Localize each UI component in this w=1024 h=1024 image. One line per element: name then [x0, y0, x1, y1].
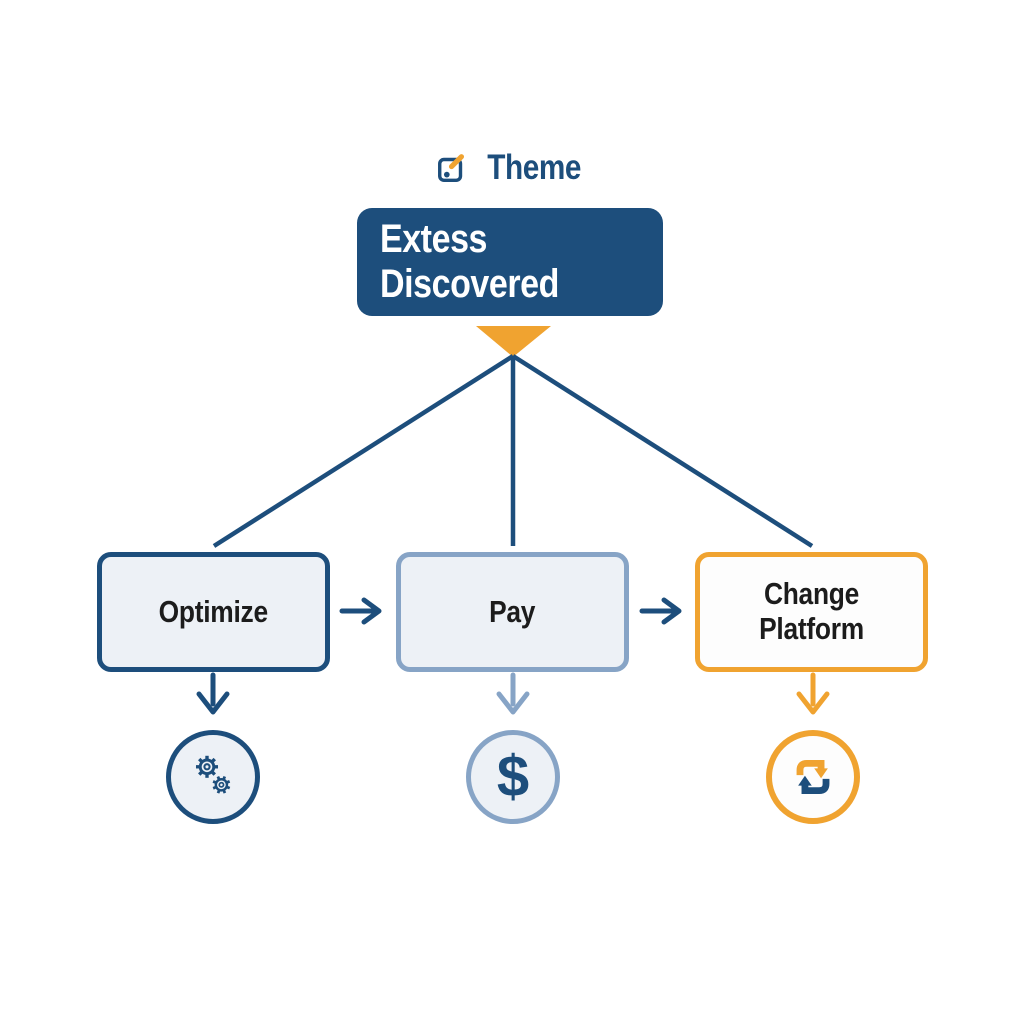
outcome-circle-change-platform — [766, 730, 860, 824]
branch-box-change-platform: Change Platform — [695, 552, 928, 672]
branch-label: Pay — [489, 593, 536, 629]
gears-icon — [195, 755, 231, 794]
outcome-circle-optimize — [166, 730, 260, 824]
arrow-right-icon — [339, 597, 382, 625]
triangle-down-icon — [476, 326, 551, 357]
diagram-title-row: Theme — [0, 146, 1024, 190]
branch-box-optimize: Optimize — [97, 552, 330, 672]
outcome-circle-pay: $ — [466, 730, 560, 824]
dollar-icon: $ — [496, 744, 530, 809]
branch-label: Optimize — [158, 593, 269, 629]
arrow-right-icon — [639, 597, 682, 625]
root-node: Extess Discovered — [357, 208, 663, 316]
edit-icon — [437, 154, 464, 182]
arrow-down-icon — [496, 672, 530, 715]
branch-label: Change Platform — [759, 576, 864, 646]
branch-box-pay: Pay — [396, 552, 629, 672]
diagram-title: Theme — [487, 148, 581, 187]
root-node-label: Extess Discovered — [379, 217, 560, 306]
arrow-down-icon — [796, 672, 830, 715]
cycle-icon — [796, 759, 830, 795]
arrow-down-icon — [196, 672, 230, 715]
